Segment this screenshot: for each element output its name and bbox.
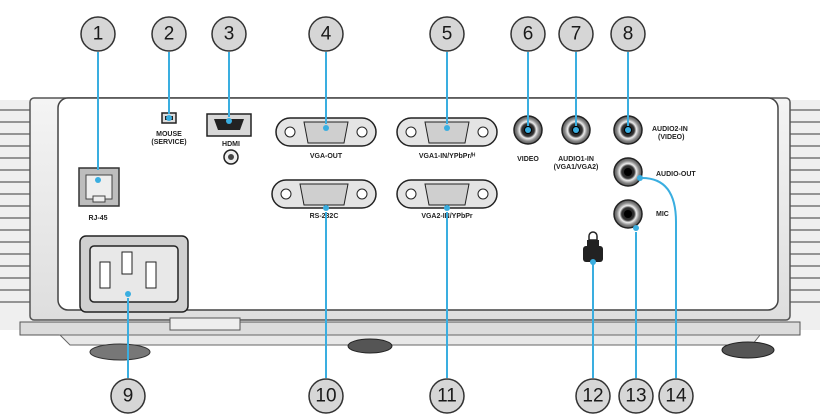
svg-text:7: 7 bbox=[571, 24, 582, 45]
callout-6: 6 bbox=[510, 16, 546, 52]
audio-out-jack bbox=[613, 157, 643, 187]
callout-13: 13 bbox=[618, 378, 654, 414]
svg-text:11: 11 bbox=[437, 386, 457, 407]
vga2-in-port bbox=[396, 179, 498, 209]
audio1-sub-label: (VGA1/VGA2) bbox=[554, 164, 599, 171]
callout-9: 9 bbox=[110, 378, 146, 414]
feet bbox=[89, 338, 775, 361]
svg-text:8: 8 bbox=[623, 24, 634, 45]
hdmi-label: HDMI bbox=[222, 141, 240, 148]
svg-text:10: 10 bbox=[315, 386, 336, 407]
hdmi-port bbox=[206, 113, 252, 165]
vga1-label: VGA1-IN/YPbPr/ᴴ bbox=[419, 153, 475, 160]
video-label: VIDEO bbox=[517, 156, 539, 163]
svg-text:3: 3 bbox=[224, 24, 235, 45]
callout-11: 11 bbox=[429, 378, 465, 414]
power-socket bbox=[79, 235, 189, 313]
svg-text:9: 9 bbox=[123, 386, 134, 407]
rj45-port bbox=[78, 167, 120, 207]
vga-out-port bbox=[275, 117, 377, 147]
vga1-in-port bbox=[396, 117, 498, 147]
svg-text:5: 5 bbox=[442, 24, 453, 45]
svg-text:6: 6 bbox=[523, 24, 534, 45]
svg-text:12: 12 bbox=[582, 386, 603, 407]
security-lock-slot bbox=[583, 231, 603, 262]
rs232-port bbox=[271, 179, 377, 209]
callout-2: 2 bbox=[151, 16, 187, 52]
mic-label: MIC bbox=[656, 211, 669, 218]
vga-out-label: VGA-OUT bbox=[310, 153, 343, 160]
callout-12: 12 bbox=[575, 378, 611, 414]
svg-text:1: 1 bbox=[93, 24, 104, 45]
mouse-label: MOUSE bbox=[156, 131, 182, 138]
callout-10: 10 bbox=[308, 378, 344, 414]
svg-text:2: 2 bbox=[164, 24, 175, 45]
svg-text:14: 14 bbox=[665, 386, 687, 407]
rs232-label: RS-232C bbox=[310, 213, 339, 220]
audio2-label: AUDIO2-IN bbox=[652, 126, 688, 133]
mic-jack bbox=[613, 199, 643, 229]
callout-5: 5 bbox=[429, 16, 465, 52]
callout-4: 4 bbox=[308, 16, 344, 52]
audio1-label: AUDIO1-IN bbox=[558, 156, 594, 163]
callout-7: 7 bbox=[558, 16, 594, 52]
callout-8: 8 bbox=[610, 16, 646, 52]
audio2-sub-label: (VIDEO) bbox=[658, 134, 684, 141]
callout-3: 3 bbox=[211, 16, 247, 52]
rj45-label: RJ-45 bbox=[88, 215, 107, 222]
callout-14: 14 bbox=[658, 378, 694, 414]
leader-lines bbox=[95, 52, 677, 378]
mouse-sub-label: (SERVICE) bbox=[151, 139, 186, 146]
callout-1: 1 bbox=[80, 16, 116, 52]
svg-text:13: 13 bbox=[625, 386, 646, 407]
svg-text:4: 4 bbox=[321, 24, 332, 45]
audio-out-label: AUDIO-OUT bbox=[656, 171, 696, 178]
